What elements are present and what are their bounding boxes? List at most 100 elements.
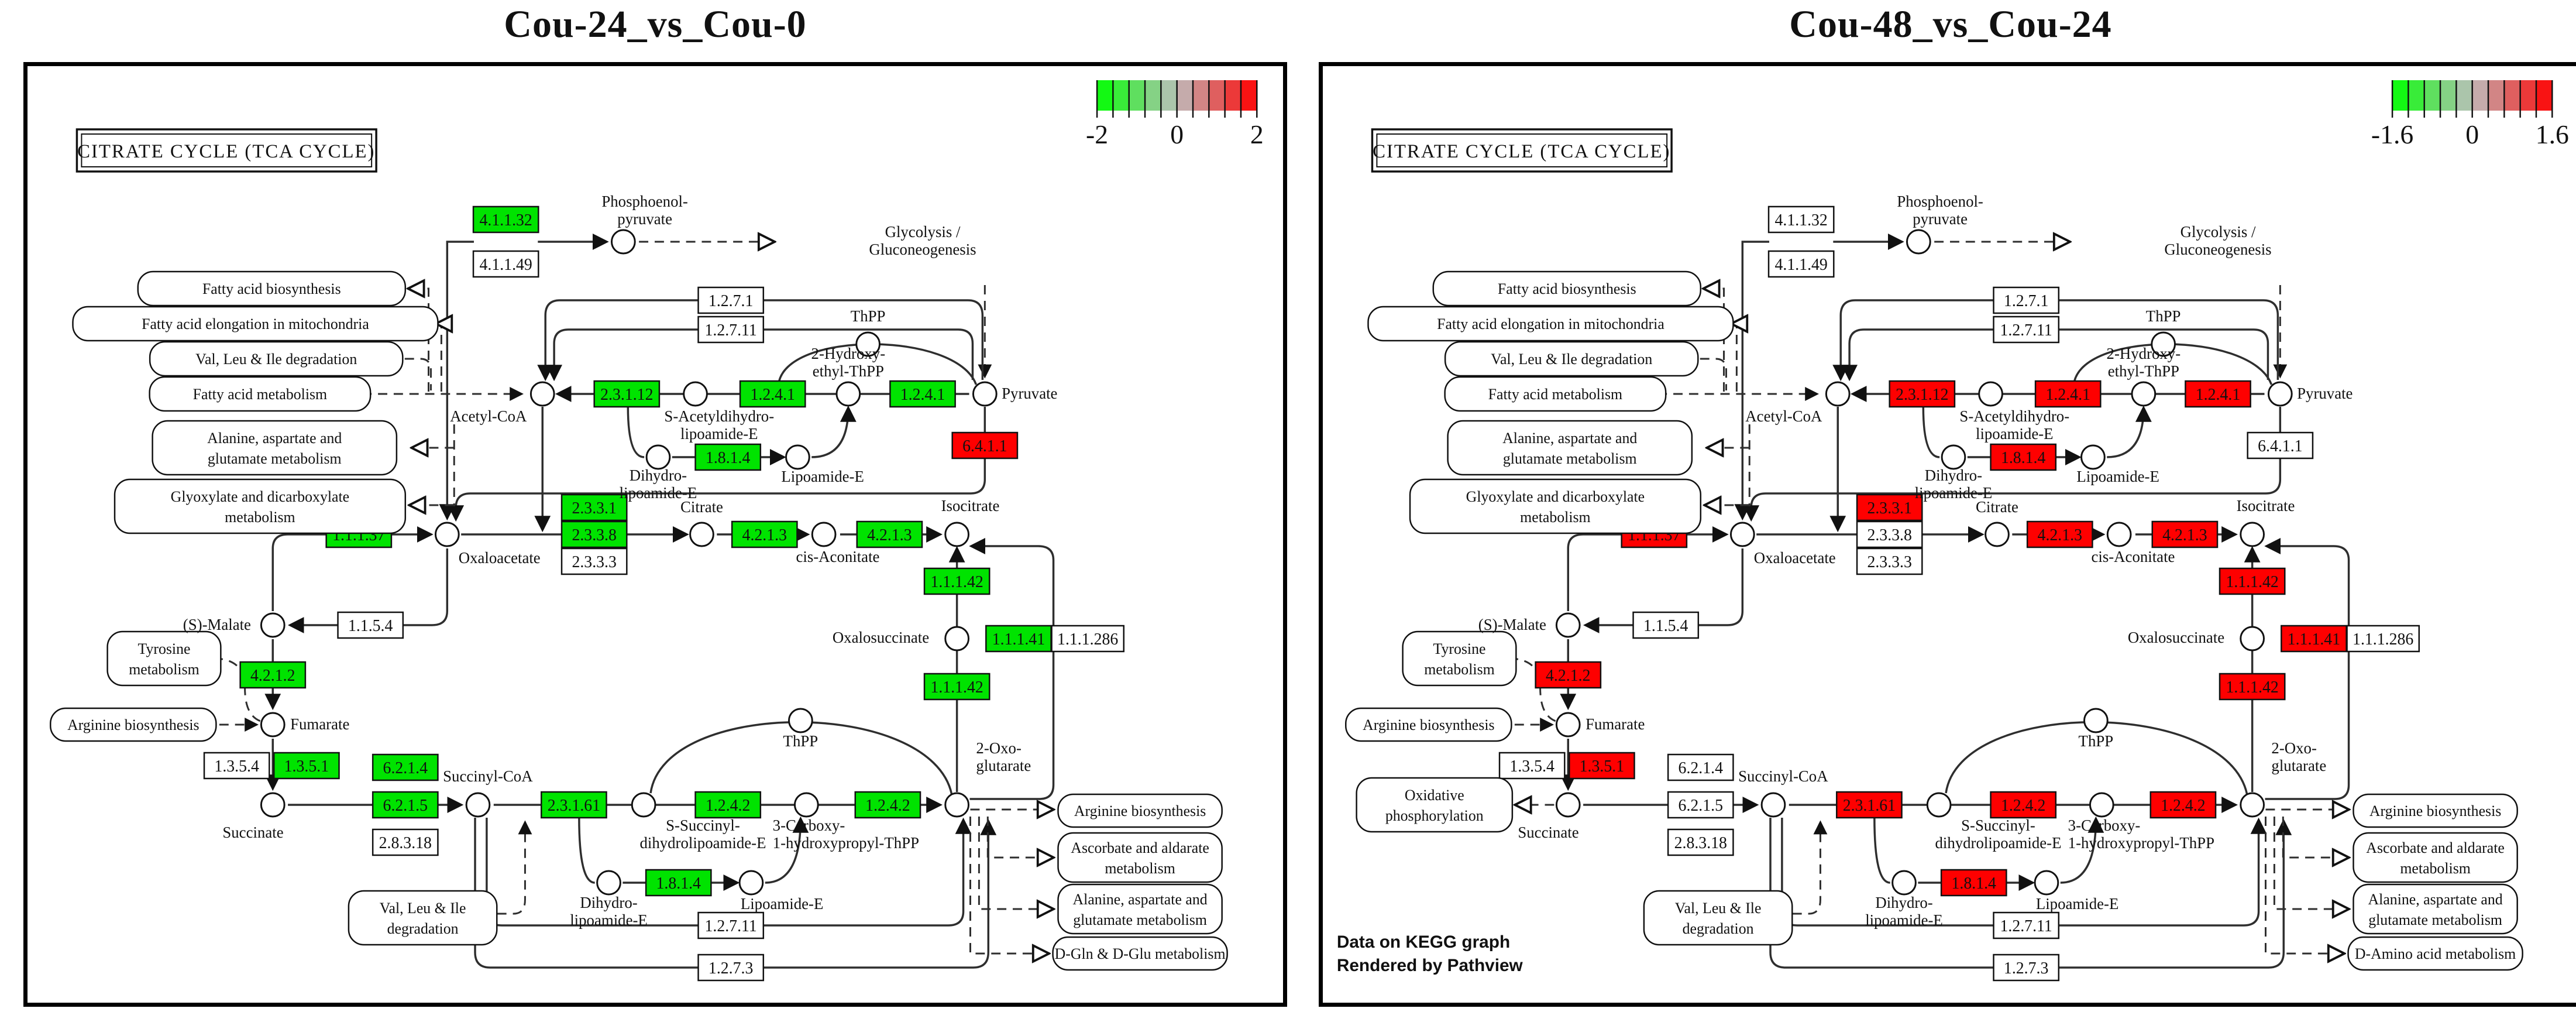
pathway-link-val-leu-ile-degradation: Val, Leu & Ile degradation — [1444, 341, 1699, 377]
ec-number-label: 4.2.1.3 — [867, 526, 912, 544]
ec-box-1.2.4.2: 1.2.4.2 — [2149, 791, 2217, 819]
ec-number-label: 1.8.1.4 — [2001, 449, 2046, 467]
ec-number-label: 6.4.1.1 — [962, 437, 1007, 455]
ec-box-4.2.1.3: 4.2.1.3 — [2151, 520, 2219, 548]
pathway-link-fatty-acid-metabolism: Fatty acid metabolism — [149, 376, 372, 412]
metabolite-node-2-oxoglutarate — [2240, 792, 2265, 818]
ec-number-label: 1.2.4.2 — [2161, 797, 2205, 815]
metabolite-node-thpp-bottom — [788, 708, 813, 733]
pathway-link-rect — [2353, 883, 2518, 935]
ec-box-rect — [1836, 791, 1903, 819]
carboxy-label: 3-Carboxy- — [2068, 817, 2141, 834]
panel-title-right: Cou-48_vs_Cou-24 — [1789, 3, 2112, 46]
dashed-connector — [986, 817, 1050, 858]
hydroxyethyl-label: 2-Hydroxy- — [811, 345, 886, 362]
ec-box-rect — [560, 547, 628, 575]
ec-number-label: 1.3.5.1 — [284, 757, 329, 776]
oxalosuccinate-label: Oxalosuccinate — [2128, 629, 2224, 646]
ec-box-rect — [694, 443, 762, 471]
ec-number-label: 4.2.1.2 — [250, 667, 295, 685]
ec-number-label: 4.2.1.3 — [742, 526, 787, 544]
ec-number-label: 2.3.3.1 — [572, 499, 616, 517]
dashed-connector — [439, 324, 441, 392]
oxaloacetate-label: Oxaloacetate — [1754, 549, 1836, 567]
metabolite-node-oxalosuccinate — [944, 626, 969, 651]
ec-box-1.2.7.11: 1.2.7.11 — [697, 911, 765, 939]
ec-box-rect — [1856, 493, 1923, 522]
ec-box-1.2.7.11: 1.2.7.11 — [697, 315, 765, 344]
isocitrate-label: Isocitrate — [2237, 497, 2295, 515]
metabolite-node-dihydrolipoamide-bottom — [1891, 870, 1917, 896]
hydroxyethyl-label: 2-Hydroxy- — [2107, 345, 2181, 362]
s-succinyl-label: dihydrolipoamide-E — [1935, 834, 2061, 852]
pathway-link-rect — [152, 420, 398, 476]
dashed-connector — [1734, 324, 1736, 392]
pathview-credit-line: Rendered by Pathview — [1337, 956, 1523, 975]
ec-box-rect — [2151, 520, 2219, 548]
carboxy-label: 3-Carboxy- — [773, 817, 845, 834]
ec-box-rect — [889, 380, 956, 408]
ec-box-rect — [1535, 661, 1602, 689]
metabolite-nodes-layer — [260, 229, 998, 896]
isocitrate-label: Isocitrate — [941, 497, 1000, 515]
thpp-bottom-label: ThPP — [2079, 732, 2114, 750]
metabolite-node-isocitrate — [944, 522, 969, 547]
pathway-link-label: glutamate metabolism — [1073, 911, 1207, 928]
citrate-label: Citrate — [680, 498, 723, 516]
ec-number-label: 1.2.4.2 — [865, 797, 910, 815]
ec-number-label: 6.4.1.1 — [2258, 437, 2302, 455]
metabolite-node-citrate — [689, 522, 714, 547]
ec-box-1.2.7.3: 1.2.7.3 — [697, 954, 765, 982]
ec-number-label: 1.1.5.4 — [1643, 617, 1688, 635]
colorkey-mid-label: 0 — [2465, 119, 2479, 149]
reaction-line — [1583, 548, 1744, 633]
malate-label: (S)-Malate — [1478, 616, 1546, 633]
pathway-link-label: Val, Leu & Ile — [1675, 900, 1762, 917]
ec-box-rect — [1990, 443, 2057, 471]
pathway-link-label: Ascorbate and aldarate — [1071, 839, 1209, 856]
ec-box-rect — [372, 753, 439, 781]
pathway-link-label: metabolism — [1105, 860, 1175, 877]
ec-box-rect — [2026, 520, 2093, 548]
colorkey-min-label: -1.6 — [2371, 119, 2413, 149]
glycolysis-label: Glycolysis / — [885, 223, 961, 241]
dashed-connector — [978, 817, 1050, 909]
colorkey-cell — [2424, 80, 2441, 111]
colorkey-cell — [2472, 80, 2489, 111]
ec-box-1.8.1.4: 1.8.1.4 — [1990, 443, 2057, 471]
ec-number-label: 1.2.7.11 — [704, 321, 756, 339]
s-acetyl-label: S-Acetyldihydro- — [1959, 407, 2069, 425]
ec-box-1.1.1.42: 1.1.1.42 — [2219, 567, 2286, 595]
glycolysis-label: Gluconeogenesis — [869, 241, 976, 258]
pathway-link-label: Arginine biosynthesis — [1074, 802, 1206, 819]
metabolite-node-cis-aconitate — [811, 522, 837, 547]
ec-box-rect — [239, 661, 307, 689]
metabolite-nodes-layer — [1555, 229, 2293, 896]
ec-box-rect — [1051, 625, 1125, 653]
pathway-link-rect — [1409, 478, 1702, 534]
pathway-link-rect — [114, 478, 407, 534]
pathway-link-label: degradation — [387, 920, 459, 937]
pathway-link-rect — [1057, 883, 1223, 935]
metabolite-node-thpp-top — [2151, 331, 2176, 357]
colorkey-cell — [1209, 80, 1226, 111]
ec-box-rect — [2185, 380, 2251, 408]
pathway-link-rect — [106, 630, 222, 687]
ec-box-rect — [1667, 791, 1734, 819]
ec-box-1.2.4.1: 1.2.4.1 — [739, 380, 806, 408]
reaction-line — [271, 526, 434, 611]
cis-aconitate-label: cis-Aconitate — [2091, 548, 2175, 565]
metabolite-node-fumarate — [260, 712, 286, 738]
ec-box-6.2.1.4: 6.2.1.4 — [1667, 753, 1734, 781]
ec-box-4.2.1.3: 4.2.1.3 — [731, 520, 798, 548]
pathway-link-rect — [1345, 707, 1512, 742]
metabolite-node-succinyl-coa — [465, 792, 491, 818]
ec-number-label: 2.3.1.12 — [600, 386, 653, 404]
ec-box-rect — [697, 315, 765, 344]
cis-aconitate-label: cis-Aconitate — [796, 548, 879, 565]
acetyl-coa-label: Acetyl-CoA — [1745, 407, 1822, 425]
